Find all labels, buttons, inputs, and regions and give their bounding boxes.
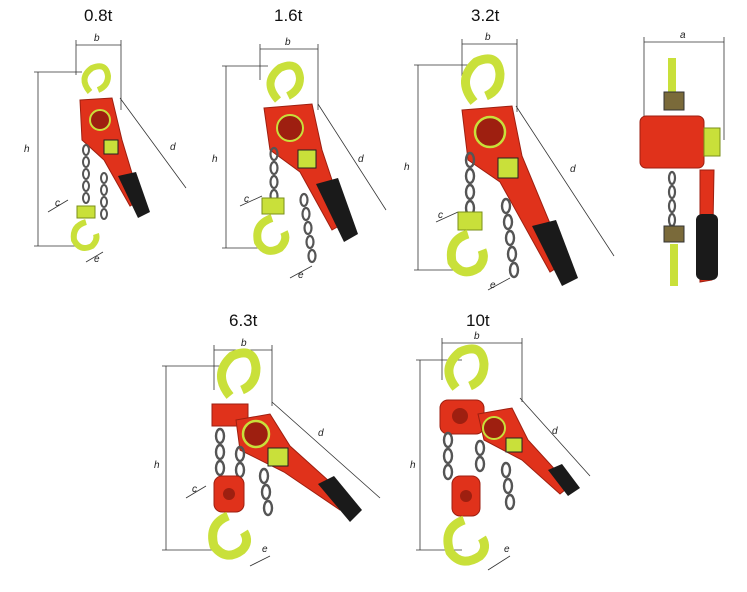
dim-h-label: h bbox=[212, 154, 218, 165]
caption-10t: 10t bbox=[466, 311, 490, 330]
dim-d-label: d bbox=[570, 164, 576, 175]
handle bbox=[532, 220, 578, 286]
load-chain bbox=[269, 146, 317, 264]
hoist-1-6t: b h d c e bbox=[212, 37, 387, 281]
hoist-0-8t: b h d c e bbox=[24, 33, 187, 265]
dim-e-label: e bbox=[504, 544, 510, 555]
dim-b-label: b bbox=[485, 32, 491, 43]
top-hook-icon bbox=[461, 54, 505, 105]
top-hook-icon bbox=[217, 348, 261, 399]
dim-e-label: e bbox=[298, 270, 304, 281]
dim-d-label: d bbox=[318, 428, 324, 439]
handle bbox=[696, 214, 718, 280]
dim-e-label: e bbox=[94, 254, 100, 265]
dim-b-label: b bbox=[241, 338, 247, 349]
dim-a-label: a bbox=[680, 30, 686, 41]
dim-h-label: h bbox=[410, 460, 416, 471]
dim-c-label: c bbox=[55, 198, 60, 209]
load-chain bbox=[442, 431, 516, 511]
bottom-hook-icon bbox=[446, 229, 488, 277]
dim-h-label: h bbox=[24, 144, 30, 155]
hoist-10t: b h d e bbox=[410, 331, 591, 571]
load-chain bbox=[214, 427, 274, 517]
hoist-side-view: a bbox=[639, 30, 725, 286]
load-chain bbox=[82, 144, 108, 220]
handle bbox=[118, 172, 150, 218]
hoist-body bbox=[639, 115, 705, 169]
top-hook-icon bbox=[266, 61, 305, 103]
dim-d-label: d bbox=[358, 154, 364, 165]
dim-e-label: e bbox=[490, 280, 496, 291]
handle bbox=[548, 464, 580, 496]
handle bbox=[316, 178, 358, 242]
dim-d-label: d bbox=[552, 426, 558, 437]
caption-0-8t: 0.8t bbox=[84, 6, 113, 25]
dim-e-label: e bbox=[262, 544, 268, 555]
bottom-hook-icon bbox=[70, 219, 100, 251]
handle bbox=[318, 476, 362, 522]
caption-3-2t: 3.2t bbox=[471, 6, 500, 25]
hoist-6-3t: b h d c e bbox=[154, 338, 381, 567]
dim-b-label: b bbox=[285, 37, 291, 48]
hoist-3-2t: b h d c e bbox=[404, 32, 615, 291]
top-hook-icon bbox=[81, 63, 112, 94]
dim-h-label: h bbox=[154, 460, 160, 471]
dim-b-label: b bbox=[474, 331, 480, 342]
bottom-hook-icon bbox=[443, 515, 490, 566]
caption-1-6t: 1.6t bbox=[274, 6, 303, 25]
bottom-hook-icon bbox=[208, 511, 252, 560]
bottom-hook-icon bbox=[253, 214, 290, 255]
dim-b-label: b bbox=[94, 33, 100, 44]
dim-c-label: c bbox=[244, 194, 249, 205]
dim-c-label: c bbox=[438, 210, 443, 221]
dim-h-label: h bbox=[404, 162, 410, 173]
load-chain bbox=[667, 170, 677, 228]
top-hook-icon bbox=[444, 344, 489, 391]
caption-6-3t: 6.3t bbox=[229, 311, 258, 330]
dim-d-label: d bbox=[170, 142, 176, 153]
dim-c-label: c bbox=[192, 484, 197, 495]
